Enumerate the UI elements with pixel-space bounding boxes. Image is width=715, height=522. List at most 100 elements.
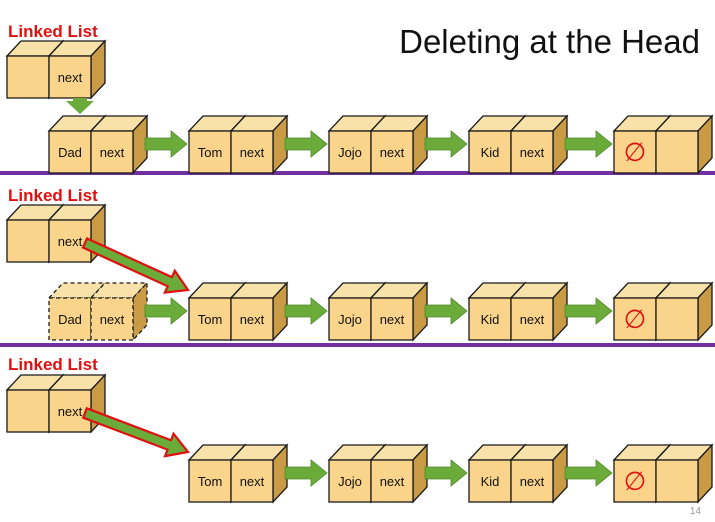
null-node: ∅ [612, 443, 714, 504]
node-next-field: next [100, 312, 125, 327]
next-pointer-arrow [284, 130, 328, 158]
removed-node: Dad next [47, 281, 149, 342]
node-next-field: next [520, 145, 545, 160]
cell-front-face [655, 459, 699, 503]
node-value: Kid [481, 312, 500, 327]
node-next-field: next [520, 474, 545, 489]
cell-front-face [613, 459, 657, 503]
null-symbol: ∅ [624, 305, 647, 335]
node-next-field: next [240, 145, 265, 160]
head-next-field: next [58, 70, 83, 85]
node-next-field: next [240, 474, 265, 489]
null-symbol: ∅ [624, 467, 647, 497]
node-next-field: next [380, 312, 405, 327]
list-node: Dad next [47, 114, 149, 175]
section-label: Linked List [8, 22, 98, 41]
cell-front-face [48, 297, 92, 341]
head-pointer-arrow [81, 406, 190, 458]
cell-front-face [510, 459, 554, 503]
head-next-field: next [58, 404, 83, 419]
cell-top-face [89, 282, 149, 299]
next-pointer-arrow [424, 130, 468, 158]
node-value: Jojo [338, 312, 362, 327]
section-label: Linked List [8, 355, 98, 374]
cell-front-face [468, 130, 512, 174]
next-pointer-arrow [564, 459, 613, 487]
cell-front-face [90, 130, 134, 174]
list-node: Kid next [467, 443, 569, 504]
node-value: Dad [58, 312, 82, 327]
page-number: 14 [690, 506, 702, 517]
cell-front-face [6, 55, 50, 99]
cell-side-face [132, 281, 148, 342]
list-node: Jojo next [327, 281, 429, 342]
head-node: next [5, 203, 107, 264]
node-value: Jojo [338, 145, 362, 160]
node-value: Kid [481, 474, 500, 489]
cell-front-face [468, 297, 512, 341]
node-value: Jojo [338, 474, 362, 489]
node-next-field: next [380, 145, 405, 160]
list-node: Tom next [187, 114, 289, 175]
cell-front-face [510, 297, 554, 341]
node-next-field: next [520, 312, 545, 327]
section-label: Linked List [8, 186, 98, 205]
node-next-field: next [240, 312, 265, 327]
cell-front-face [370, 130, 414, 174]
node-value: Tom [198, 312, 223, 327]
cell-front-face [230, 459, 274, 503]
next-pointer-arrow [564, 297, 613, 325]
head-node: next [5, 373, 107, 434]
cell-front-face [655, 297, 699, 341]
list-node: Kid next [467, 114, 569, 175]
cell-front-face [6, 389, 50, 433]
node-value: Kid [481, 145, 500, 160]
cell-front-face [48, 389, 92, 433]
cell-front-face [48, 219, 92, 263]
node-next-field: next [100, 145, 125, 160]
cell-front-face [370, 459, 414, 503]
head-pointer-arrow [66, 98, 94, 114]
cell-front-face [370, 297, 414, 341]
next-pointer-arrow [284, 297, 328, 325]
null-symbol: ∅ [624, 138, 647, 168]
next-pointer-arrow [144, 297, 188, 325]
cell-front-face [655, 130, 699, 174]
node-value: Dad [58, 145, 82, 160]
cell-front-face [6, 219, 50, 263]
cell-front-face [48, 130, 92, 174]
list-node: Tom next [187, 281, 289, 342]
next-pointer-arrow [424, 459, 468, 487]
next-pointer-arrow [144, 130, 188, 158]
cell-front-face [510, 130, 554, 174]
null-node: ∅ [612, 281, 714, 342]
null-node: ∅ [612, 114, 714, 175]
head-next-field: next [58, 234, 83, 249]
list-node: Jojo next [327, 443, 429, 504]
cell-front-face [90, 297, 134, 341]
next-pointer-arrow [284, 459, 328, 487]
list-node: Kid next [467, 281, 569, 342]
cell-front-face [48, 55, 92, 99]
list-node: Jojo next [327, 114, 429, 175]
node-next-field: next [380, 474, 405, 489]
cell-front-face [328, 297, 372, 341]
list-node: Tom next [187, 443, 289, 504]
cell-front-face [230, 297, 274, 341]
next-pointer-arrow [564, 130, 613, 158]
page-title: Deleting at the Head [399, 23, 700, 60]
node-value: Tom [198, 145, 223, 160]
cell-top-face [47, 282, 107, 299]
head-pointer-arrow [81, 236, 190, 294]
head-node: next [5, 39, 107, 100]
section-divider [0, 343, 715, 347]
node-value: Tom [198, 474, 223, 489]
cell-front-face [188, 297, 232, 341]
next-pointer-arrow [424, 297, 468, 325]
cell-front-face [328, 459, 372, 503]
cell-front-face [230, 130, 274, 174]
